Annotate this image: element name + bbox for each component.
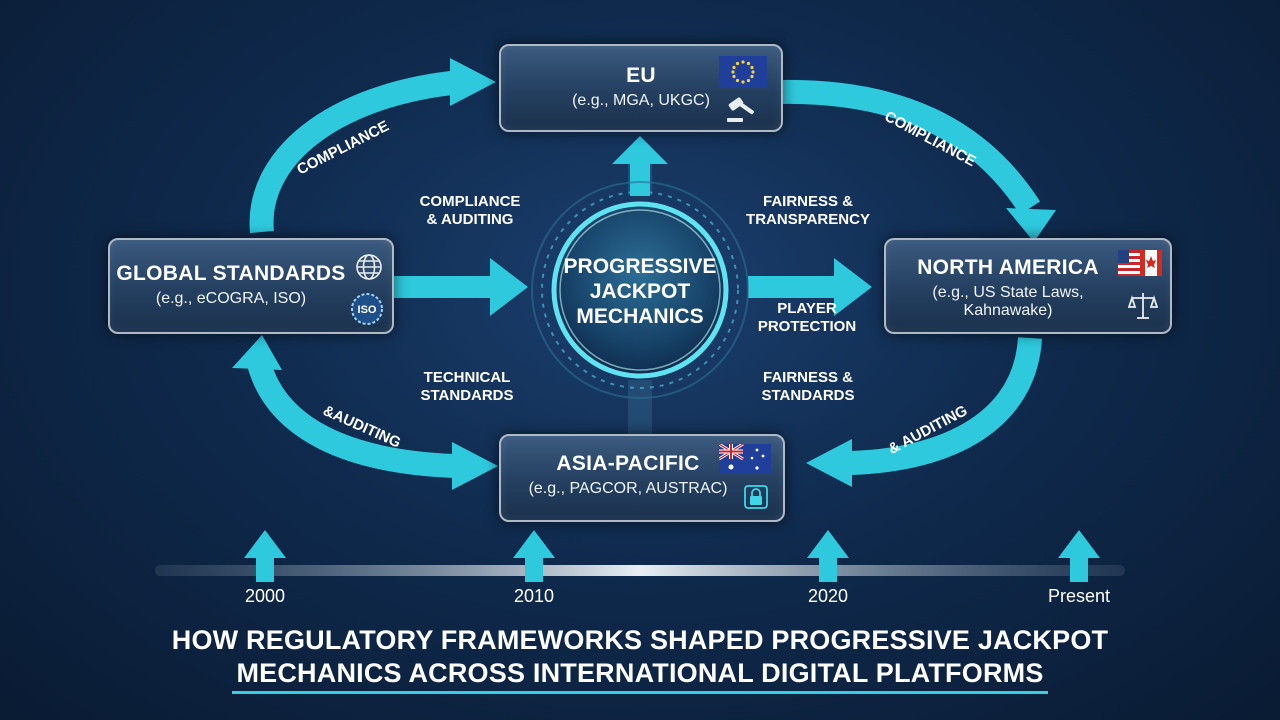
- label-technical-standards-2: STANDARDS: [420, 387, 514, 404]
- node-global-title: GLOBAL STANDARDS: [116, 262, 346, 285]
- gavel-icon: [727, 97, 754, 122]
- hub-line-3: MECHANICS: [576, 305, 704, 328]
- node-na-title: NORTH AMERICA: [917, 256, 1099, 279]
- node-na-subtitle-1: (e.g., US State Laws,: [932, 284, 1084, 301]
- label-player-protection-1: PLAYER: [777, 300, 837, 317]
- label-technical-standards-1: TECHNICAL: [423, 369, 511, 386]
- timeline-arrow-2020: [807, 530, 849, 582]
- globe-icon: [356, 254, 382, 280]
- headline: HOW REGULATORY FRAMEWORKS SHAPED PROGRES…: [0, 624, 1280, 694]
- label-fairness-standards-2: STANDARDS: [761, 387, 855, 404]
- label-compliance-auditing-2: & AUDITING: [426, 211, 514, 228]
- hub-line-1: PROGRESSIVE: [563, 255, 717, 278]
- node-na-subtitle-2: Kahnawake): [963, 302, 1053, 319]
- label-compliance-auditing: COMPLIANCE & AUDITING: [400, 193, 540, 229]
- label-fairness-standards-1: FAIRNESS &: [762, 369, 853, 386]
- timeline-label-2010: 2010: [513, 586, 555, 606]
- us-flag-icon: [1118, 250, 1140, 276]
- arrow-global-to-eu: [249, 58, 496, 234]
- label-compliance-auditing-1: COMPLIANCE: [419, 193, 521, 210]
- label-fairness-transparency: FAIRNESS & TRANSPARENCY: [738, 193, 878, 229]
- label-fairness-transparency-1: FAIRNESS &: [762, 193, 853, 210]
- timeline-arrow-2010: [513, 530, 555, 582]
- node-ap-subtitle: (e.g., PAGCOR, AUSTRAC): [528, 480, 728, 497]
- arrow-north-america-to-asia-pacific: [806, 336, 1042, 487]
- node-eu: EU (e.g., MGA, UKGC): [499, 44, 783, 132]
- arrow-eu-to-north-america: [779, 79, 1056, 242]
- label-fairness-transparency-2: TRANSPARENCY: [746, 211, 870, 228]
- hub-circle: [531, 181, 749, 399]
- iso-badge-icon: ISO: [351, 293, 383, 325]
- arrow-hub-to-eu: [612, 136, 668, 196]
- lock-icon: [744, 485, 768, 509]
- timeline-arrow-2000: [244, 530, 286, 582]
- canada-flag-icon: [1140, 250, 1162, 276]
- eu-flag-icon: [719, 56, 767, 88]
- label-technical-standards: TECHNICAL STANDARDS: [402, 369, 532, 405]
- timeline-label-2000: 2000: [244, 586, 286, 606]
- node-eu-subtitle: (e.g., MGA, UKGC): [572, 92, 710, 109]
- label-player-protection-2: PROTECTION: [757, 318, 857, 335]
- hub-stem-bottom: [628, 380, 652, 435]
- headline-line-2: MECHANICS ACROSS INTERNATIONAL DIGITAL P…: [232, 657, 1048, 694]
- arrow-global-to-hub: [392, 258, 528, 316]
- arrow-global-asia-pacific: [232, 335, 498, 490]
- node-north-america: NORTH AMERICA (e.g., US State Laws, Kahn…: [884, 238, 1172, 334]
- hub-line-2: JACKPOT: [589, 280, 691, 303]
- timeline-label-2020: 2020: [807, 586, 849, 606]
- arrow-hub-to-north-america: [748, 258, 872, 316]
- timeline: [155, 530, 1125, 582]
- timeline-label-present: Present: [1047, 586, 1111, 606]
- iso-badge-text: ISO: [358, 304, 377, 316]
- headline-line-1: HOW REGULATORY FRAMEWORKS SHAPED PROGRES…: [171, 625, 1109, 655]
- node-global-subtitle: (e.g., eCOGRA, ISO): [155, 290, 307, 307]
- node-eu-title: EU: [626, 64, 656, 87]
- timeline-arrow-present: [1058, 530, 1100, 582]
- label-player-protection: PLAYER PROTECTION: [742, 300, 872, 336]
- timeline-bar: [155, 565, 1125, 576]
- hub-title: PROGRESSIVE JACKPOT MECHANICS: [530, 254, 750, 329]
- scales-icon: [1128, 293, 1158, 319]
- label-fairness-standards: FAIRNESS & STANDARDS: [743, 369, 873, 405]
- australia-flag-icon: [719, 444, 771, 474]
- node-global-standards: GLOBAL STANDARDS (e.g., eCOGRA, ISO) ISO: [108, 238, 394, 334]
- node-asia-pacific: ASIA-PACIFIC (e.g., PAGCOR, AUSTRAC): [499, 434, 785, 522]
- node-ap-title: ASIA-PACIFIC: [556, 452, 700, 475]
